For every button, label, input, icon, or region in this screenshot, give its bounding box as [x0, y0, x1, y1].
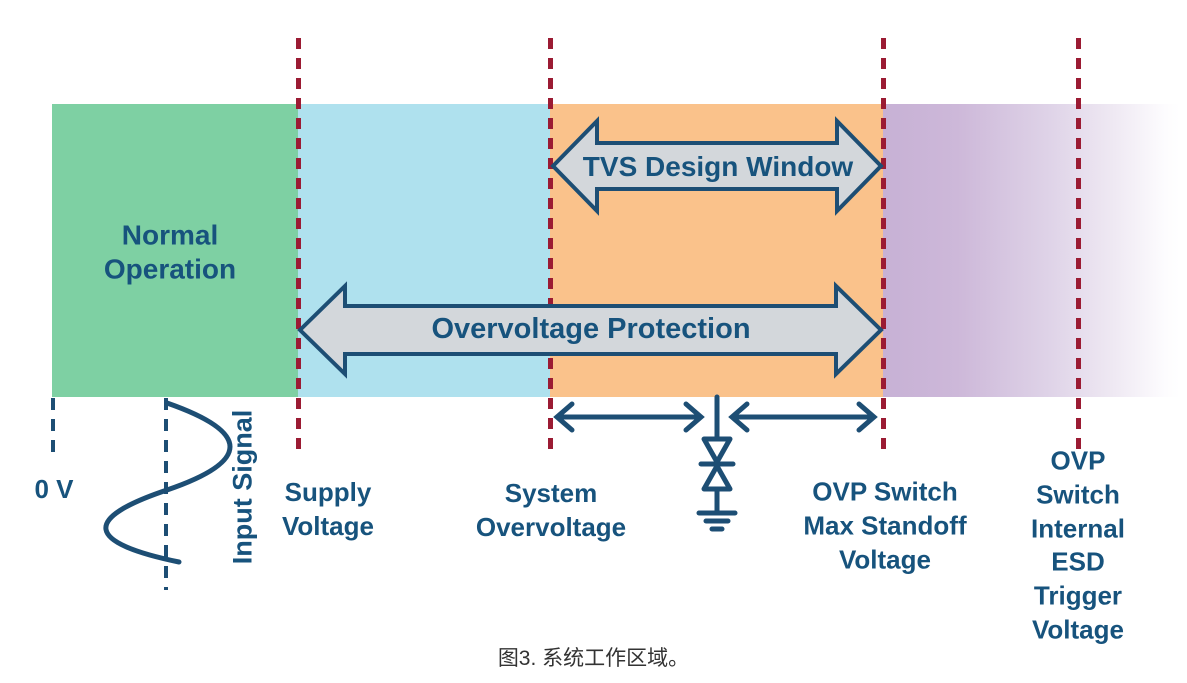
ground-icon [696, 510, 738, 532]
region-esd-trigger-gradient [883, 104, 1180, 397]
diode-triangle-down [701, 436, 733, 465]
axis-label-zero-volt: 0 V [34, 474, 74, 505]
boundary-line-system-overvoltage [548, 38, 553, 455]
region-normal-operation [52, 104, 298, 397]
tvs-design-window-label: TVS Design Window [582, 150, 854, 182]
tvs-diode-icon [698, 394, 736, 516]
region-label-normal-operation: Normal Operation [103, 219, 237, 284]
arrowhead-right-icon [683, 401, 705, 433]
boundary-line-esd-trigger [1076, 38, 1081, 455]
overvoltage-protection-arrow [297, 281, 884, 379]
sine-wave-icon [103, 400, 233, 565]
tvs-design-window-arrow-shape [550, 116, 884, 216]
axis-label-ovp-esd-trigger: OVP Switch Internal ESD Trigger Voltage [1031, 445, 1125, 645]
tvs-margin-arrow-right [728, 401, 878, 433]
diode-triangle-up [701, 463, 733, 492]
overvoltage-protection-label: Overvoltage Protection [431, 313, 751, 346]
input-signal-label: Input Signal [227, 409, 258, 565]
arrowhead-left-icon [553, 401, 575, 433]
overvoltage-protection-arrow-shape [297, 281, 884, 379]
figure-caption: 图3. 系统工作区域。 [497, 647, 690, 670]
boundary-line-ovp-max-standoff [881, 38, 886, 455]
axis-label-supply-voltage: Supply Voltage [282, 477, 374, 541]
axis-label-system-overvoltage: System Overvoltage [475, 478, 627, 542]
arrowhead-right-icon [856, 401, 878, 433]
axis-label-ovp-max-standoff: OVP Switch Max Standoff Voltage [803, 476, 967, 574]
boundary-line-supply-voltage [296, 38, 301, 455]
arrowhead-left-icon [728, 401, 750, 433]
tvs-design-window-arrow [550, 116, 884, 216]
tvs-margin-arrow-left [553, 401, 705, 433]
